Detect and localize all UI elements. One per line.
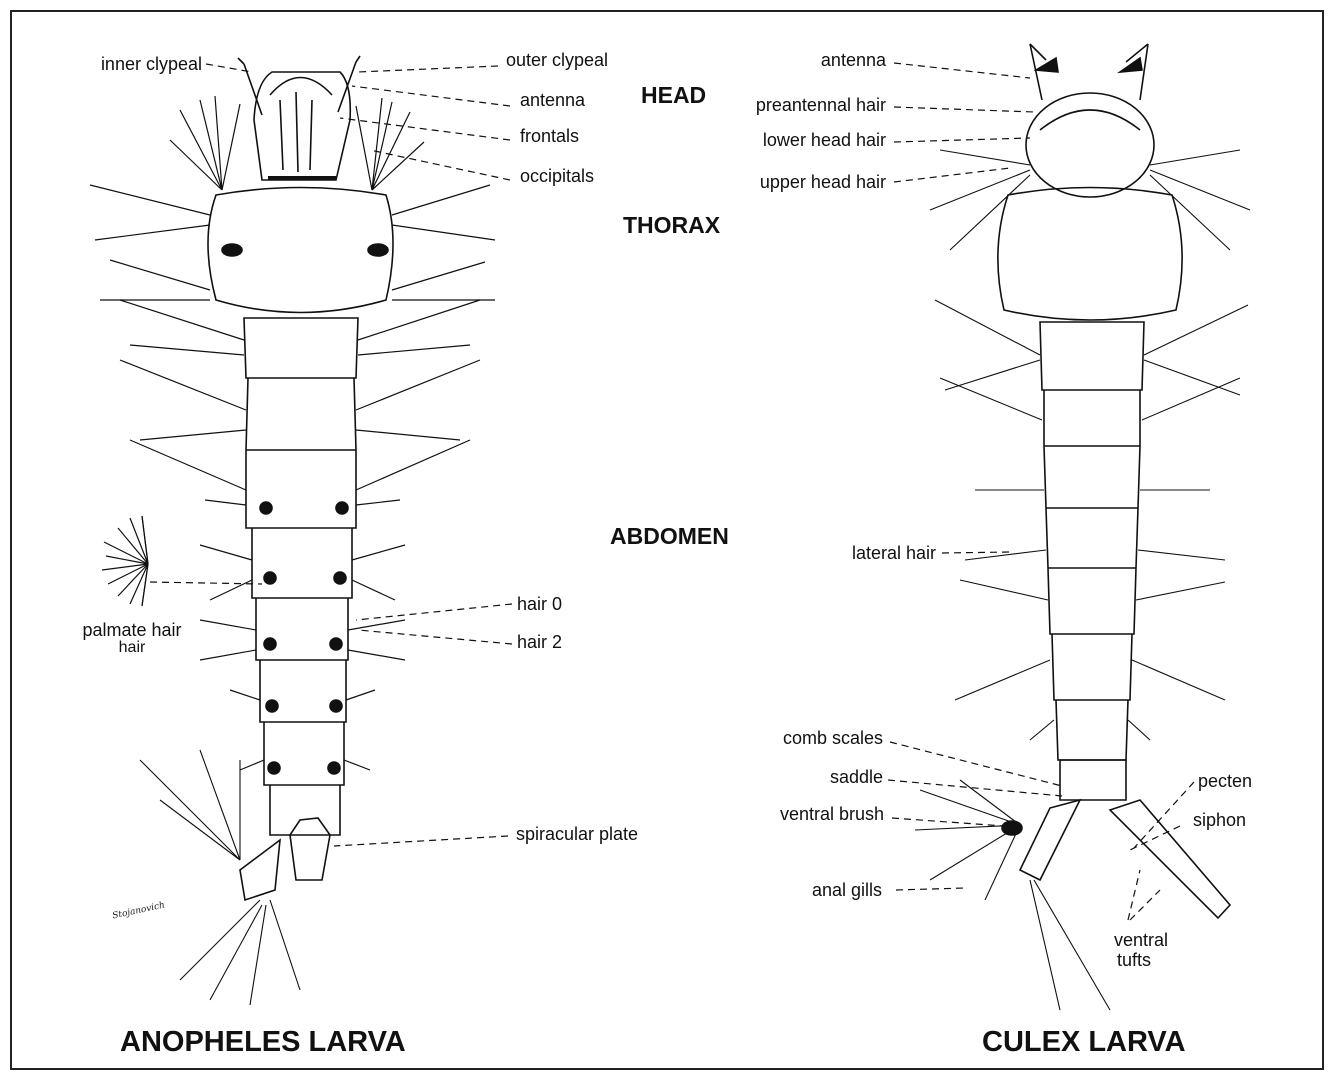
section-thorax: THORAX	[623, 212, 720, 239]
label-lateral-hair: lateral hair	[760, 543, 936, 563]
anopheles-antenna-left	[238, 58, 262, 115]
label-pecten: pecten	[1198, 771, 1252, 791]
label-hair-2: hair 2	[517, 632, 562, 652]
label-frontals: frontals	[520, 126, 579, 146]
label-preantennal-hair: preantennal hair	[700, 95, 886, 115]
label-hair-0: hair 0	[517, 594, 562, 614]
label-palmate-hair-sub: hair	[60, 638, 204, 658]
anopheles-antenna-right	[338, 56, 360, 112]
label-anopheles-antenna: antenna	[520, 90, 585, 110]
culex-head	[1026, 93, 1154, 197]
label-culex-antenna: antenna	[700, 50, 886, 70]
label-anal-gills: anal gills	[700, 880, 882, 900]
anopheles-spiracular-plate	[290, 818, 330, 880]
label-outer-clypeal: outer clypeal	[506, 50, 608, 70]
label-saddle: saddle	[700, 767, 883, 787]
label-comb-scales: comb scales	[700, 728, 883, 748]
label-ventral-tufts-line1: ventral	[1114, 930, 1168, 950]
section-abdomen: ABDOMEN	[610, 523, 729, 550]
section-head: HEAD	[641, 82, 706, 109]
label-upper-head-hair: upper head hair	[700, 172, 886, 192]
title-culex-larva: CULEX LARVA	[982, 1026, 1186, 1059]
label-palmate-hair: palmate hair	[60, 620, 204, 640]
label-ventral-brush: ventral brush	[700, 804, 884, 824]
culex-thorax	[998, 188, 1182, 321]
label-lower-head-hair: lower head hair	[700, 130, 886, 150]
culex-abdomen	[1040, 322, 1144, 760]
leader-lines	[150, 63, 1194, 920]
palmate-hair-detail	[96, 512, 160, 610]
label-ventral-tufts-line2: tufts	[1117, 950, 1151, 970]
title-anopheles-larva: ANOPHELES LARVA	[120, 1026, 406, 1059]
anopheles-head	[254, 72, 350, 180]
culex-antenna-right	[1126, 44, 1148, 100]
label-inner-clypeal: inner clypeal	[58, 54, 202, 74]
label-siphon: siphon	[1193, 810, 1246, 830]
label-spiracular-plate: spiracular plate	[516, 824, 638, 844]
culex-antenna-left	[1030, 44, 1046, 100]
culex-larva-drawing	[915, 44, 1250, 1010]
label-occipitals: occipitals	[520, 166, 594, 186]
culex-saddle	[1060, 760, 1126, 800]
culex-ventral-brush	[915, 780, 1020, 900]
